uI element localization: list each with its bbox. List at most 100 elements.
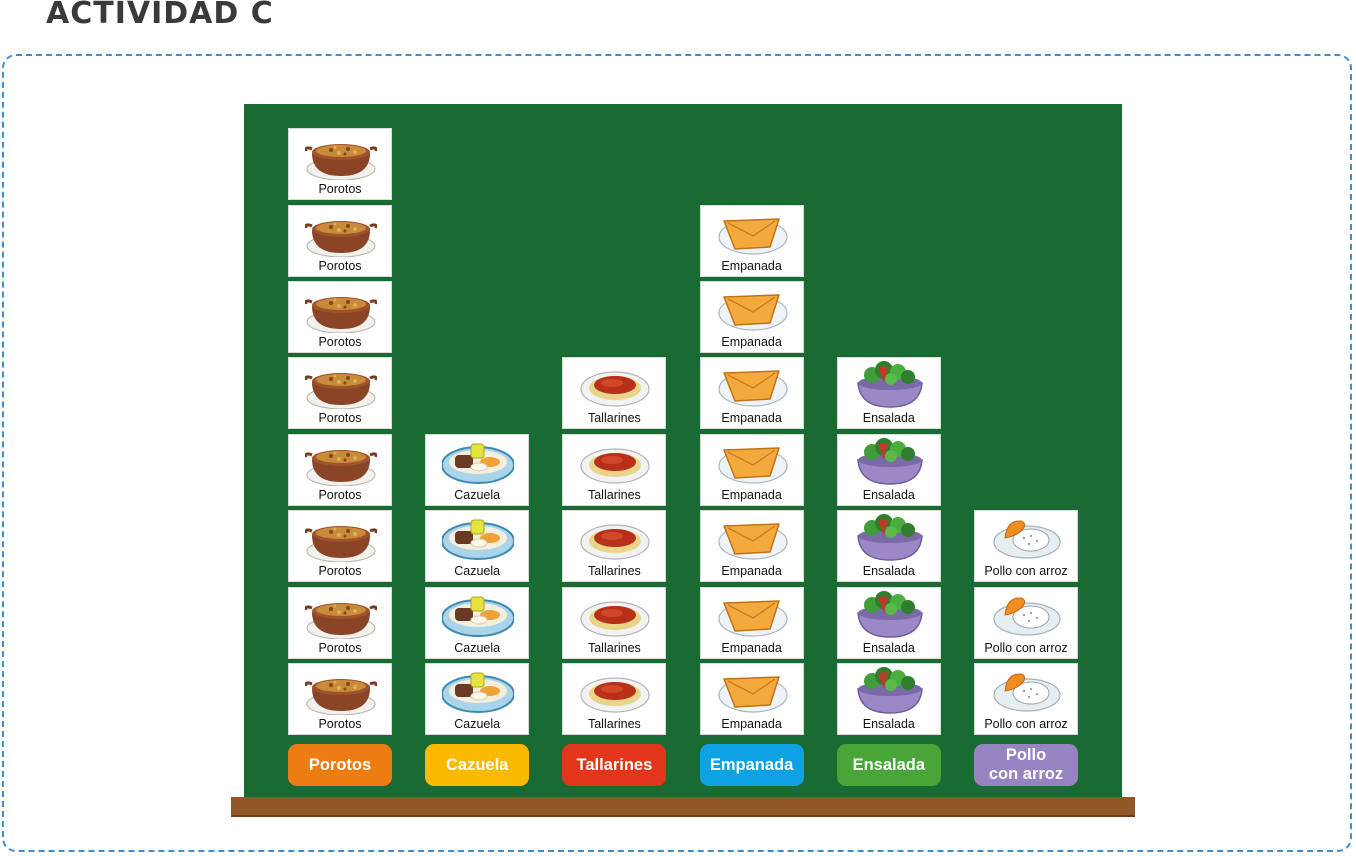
pictogram-card: Porotos <box>288 663 392 735</box>
pictogram-card-label: Empanada <box>721 640 782 655</box>
chalkboard-ledge <box>231 797 1135 817</box>
pictogram-card-label: Empanada <box>721 564 782 579</box>
chicken-rice-plate-icon <box>993 597 1061 636</box>
pictogram-card-label: Ensalada <box>862 411 915 426</box>
salad-bowl-icon <box>856 361 923 409</box>
pictogram-card-label: Cazuela <box>454 717 501 731</box>
salad-bowl-icon <box>856 667 923 714</box>
soup-bowl-icon <box>442 443 515 484</box>
spaghetti-plate-icon <box>580 600 650 637</box>
pictogram-card: Ensalada <box>836 586 941 659</box>
pictogram-card: Empanada <box>699 204 804 277</box>
empanada-plate-icon <box>717 676 788 713</box>
spaghetti-plate-icon <box>580 448 650 484</box>
pictogram-card-label: Porotos <box>318 487 362 502</box>
pictogram-card-label: Pollo con arroz <box>984 717 1068 731</box>
pictogram-card: Tallarines <box>562 663 667 735</box>
empanada-plate-icon <box>717 217 788 255</box>
empanada-plate-icon <box>717 370 788 407</box>
pictogram-card: Porotos <box>288 204 392 277</box>
soup-bowl-icon <box>442 596 515 637</box>
pictogram-card-label: Porotos <box>318 717 362 731</box>
pictogram-card-label: Empanada <box>721 487 782 502</box>
spaghetti-plate-icon <box>580 371 650 407</box>
pictogram-card: Empanada <box>699 357 804 430</box>
pictogram-card-label: Ensalada <box>862 564 915 579</box>
pictogram-card: Ensalada <box>836 357 941 430</box>
pictogram-card: Porotos <box>288 510 392 583</box>
pictogram-card-label: Porotos <box>318 411 362 426</box>
pictogram-card-label: Porotos <box>318 182 362 197</box>
pictogram-card-label: Porotos <box>318 640 362 655</box>
pictogram-card: Tallarines <box>562 357 667 430</box>
spaghetti-plate-icon <box>580 677 650 713</box>
pictogram-card: Cazuela <box>425 586 530 659</box>
pictogram-card-label: Empanada <box>721 335 782 349</box>
category-label: Tallarines <box>562 744 667 786</box>
pictogram-card: Porotos <box>288 128 392 201</box>
empanada-plate-icon <box>717 599 788 637</box>
pictogram-card-label: Ensalada <box>862 717 915 731</box>
chicken-rice-plate-icon <box>993 673 1061 712</box>
pictogram-card: Tallarines <box>562 586 667 659</box>
pictogram-card-label: Empanada <box>721 258 782 273</box>
pictogram-card: Tallarines <box>562 510 667 583</box>
pictogram-card: Porotos <box>288 586 392 659</box>
beans-bowl-icon <box>305 297 377 333</box>
pictogram-card-label: Empanada <box>721 411 782 426</box>
pictogram-card-label: Pollo con arroz <box>984 640 1068 655</box>
pictogram-card-label: Tallarines <box>587 640 641 655</box>
salad-bowl-icon <box>856 437 923 485</box>
pictogram-card: Empanada <box>699 586 804 659</box>
empanada-plate-icon <box>717 523 788 560</box>
pictogram-card: Ensalada <box>836 663 941 735</box>
pictogram-card-label: Tallarines <box>587 411 641 426</box>
category-label: Empanada <box>699 744 804 786</box>
pictogram-card-label: Porotos <box>318 258 362 273</box>
pictogram-card-label: Tallarines <box>587 564 641 579</box>
activity-title: ACTIVIDAD C <box>46 0 274 31</box>
beans-bowl-icon <box>305 526 377 563</box>
soup-bowl-icon <box>442 519 515 561</box>
pictogram-card-label: Ensalada <box>862 487 915 502</box>
pictogram-card: Empanada <box>699 433 804 506</box>
pictogram-card: Empanada <box>699 281 804 353</box>
pictogram-card: Empanada <box>699 510 804 583</box>
pictogram-card-label: Cazuela <box>454 640 501 655</box>
beans-bowl-icon <box>305 449 377 486</box>
pictogram-card-label: Porotos <box>318 335 362 349</box>
empanada-plate-icon <box>717 294 788 331</box>
category-label: Cazuela <box>425 744 530 786</box>
chicken-rice-plate-icon <box>993 520 1061 559</box>
category-label: Ensalada <box>836 744 941 786</box>
pictogram-card: Porotos <box>288 357 392 430</box>
pictogram-card: Porotos <box>288 281 392 353</box>
pictogram-card-label: Empanada <box>721 717 782 731</box>
pictogram-card: Pollo con arroz <box>974 663 1078 735</box>
pictogram-card: Pollo con arroz <box>974 586 1078 659</box>
pictogram-card: Cazuela <box>425 510 530 583</box>
pictogram-card: Pollo con arroz <box>974 510 1078 583</box>
pictogram-card-label: Tallarines <box>587 487 641 502</box>
beans-bowl-icon <box>305 144 377 181</box>
activity-frame <box>2 54 1352 852</box>
pictogram-card-label: Porotos <box>318 564 362 579</box>
pictogram-card-label: Ensalada <box>862 640 915 655</box>
pictogram-card: Ensalada <box>836 433 941 506</box>
empanada-plate-icon <box>717 447 788 484</box>
pictogram-card-label: Cazuela <box>454 564 501 579</box>
beans-bowl-icon <box>305 373 377 410</box>
salad-bowl-icon <box>856 514 923 561</box>
beans-bowl-icon <box>305 602 377 639</box>
pictogram-card: Cazuela <box>425 663 530 735</box>
beans-bowl-icon <box>305 220 377 257</box>
pictogram-card: Cazuela <box>425 433 530 506</box>
pictogram-card: Ensalada <box>836 510 941 583</box>
pictogram-card: Tallarines <box>562 433 667 506</box>
pictogram-card: Empanada <box>699 663 804 735</box>
pictogram-card-label: Pollo con arroz <box>984 564 1068 579</box>
spaghetti-plate-icon <box>580 524 650 560</box>
salad-bowl-icon <box>856 590 923 638</box>
category-label: Porotos <box>288 744 392 786</box>
